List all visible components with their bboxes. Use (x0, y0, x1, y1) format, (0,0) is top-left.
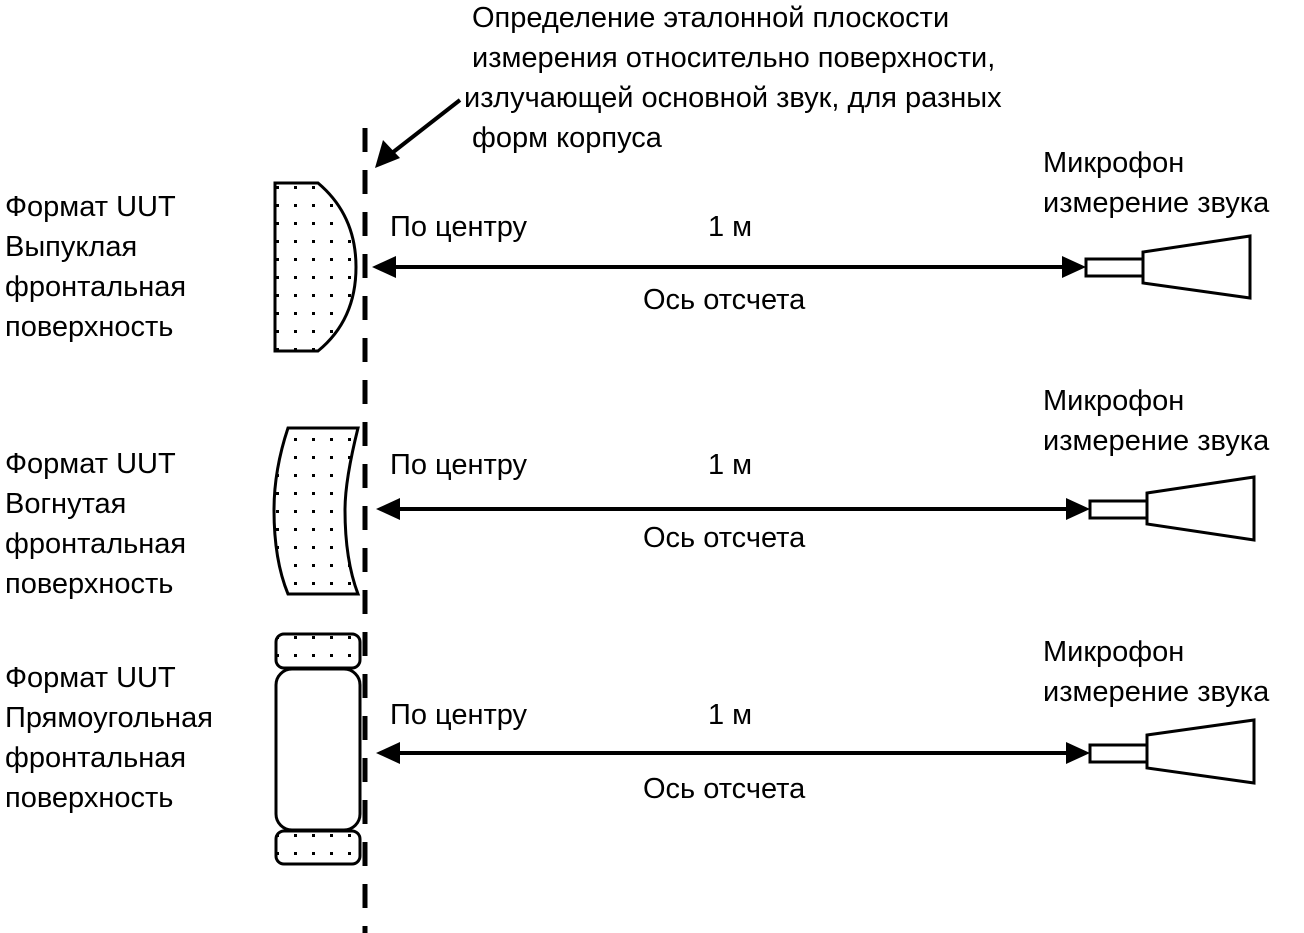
uut-label-row-3-line-3: фронтальная (5, 742, 187, 774)
center-label-row-3: По центру (390, 699, 528, 731)
axis-arrow-row-2 (376, 498, 1090, 520)
uut-label-row-2-line-2: Вогнутая (5, 488, 127, 520)
axis-label-row-2: Ось отсчета (643, 522, 806, 554)
distance-label-row-2: 1 м (708, 449, 753, 481)
axis-label-row-3: Ось отсчета (643, 773, 806, 805)
uut-label-row-3-line-2: Прямоугольная (5, 702, 213, 734)
annotation-line-3: излучающей основной звук, для разных (464, 82, 1002, 114)
uut-label-row-2-line-3: фронтальная (5, 528, 187, 560)
uut-label-row-2-line-1: Формат UUT (5, 448, 176, 480)
distance-label-row-1: 1 м (708, 211, 753, 243)
microphone-icon-row-3 (1088, 718, 1256, 785)
microphone-icon-row-2 (1088, 475, 1256, 542)
microphone-label-row-3-line-1: Микрофон (1043, 636, 1185, 668)
center-label-row-2: По центру (390, 449, 528, 481)
annotation-line-2: измерения относительно поверхности, (472, 42, 996, 74)
axis-arrow-row-1 (372, 256, 1086, 278)
microphone-label-row-2-line-2: измерение звука (1043, 425, 1270, 457)
distance-label-row-3: 1 м (708, 699, 753, 731)
uut-rectangular-shape (274, 632, 362, 866)
axis-arrow-row-3 (376, 742, 1090, 764)
uut-label-row-1-line-3: фронтальная (5, 271, 187, 303)
uut-label-row-3-line-1: Формат UUT (5, 662, 176, 694)
microphone-label-row-1-line-1: Микрофон (1043, 147, 1185, 179)
uut-label-row-1-line-2: Выпуклая (5, 231, 138, 263)
annotation-line-4: форм корпуса (472, 122, 662, 154)
uut-convex-shape (273, 181, 358, 353)
uut-label-row-3-line-4: поверхность (5, 782, 174, 814)
uut-concave-shape (272, 426, 361, 596)
uut-label-row-1-line-4: поверхность (5, 311, 174, 343)
center-label-row-1: По центру (390, 211, 528, 243)
uut-label-row-2-line-4: поверхность (5, 568, 174, 600)
annotation-line-1: Определение эталонной плоскости (472, 2, 950, 34)
microphone-label-row-1-line-2: измерение звука (1043, 187, 1270, 219)
microphone-label-row-3-line-2: измерение звука (1043, 676, 1270, 708)
annotation-pointer-arrow (375, 98, 462, 168)
uut-label-row-1-line-1: Формат UUT (5, 191, 176, 223)
microphone-label-row-2-line-1: Микрофон (1043, 385, 1185, 417)
axis-label-row-1: Ось отсчета (643, 284, 806, 316)
microphone-icon-row-1 (1084, 234, 1252, 300)
